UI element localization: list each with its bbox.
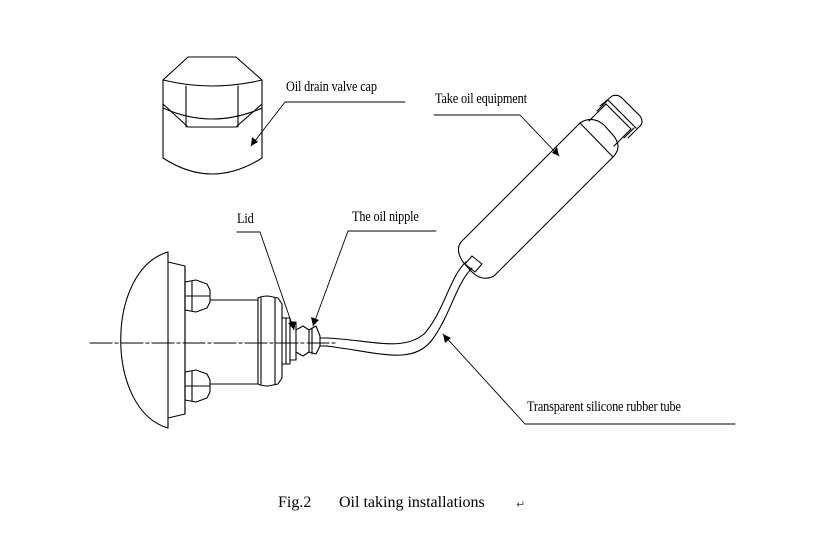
label-oil-nipple: The oil nipple bbox=[352, 209, 419, 225]
leader-lines bbox=[236, 101, 736, 425]
paragraph-mark: ↵ bbox=[516, 498, 526, 511]
label-oil-drain-valve-cap: Oil drain valve cap bbox=[286, 79, 377, 95]
label-take-oil-equipment: Take oil equipment bbox=[435, 91, 527, 107]
housing-drawing bbox=[120, 251, 329, 429]
syringe-drawing bbox=[457, 94, 643, 279]
label-lid: Lid bbox=[237, 211, 254, 227]
tube-drawing bbox=[325, 261, 473, 356]
figure-caption: Oil taking installations bbox=[339, 494, 485, 511]
figure-number: Fig.2 bbox=[278, 494, 312, 511]
valve-cap-drawing bbox=[162, 56, 263, 175]
label-rubber-tube: Transparent silicone rubber tube bbox=[527, 399, 681, 415]
arrowheads bbox=[251, 137, 559, 343]
